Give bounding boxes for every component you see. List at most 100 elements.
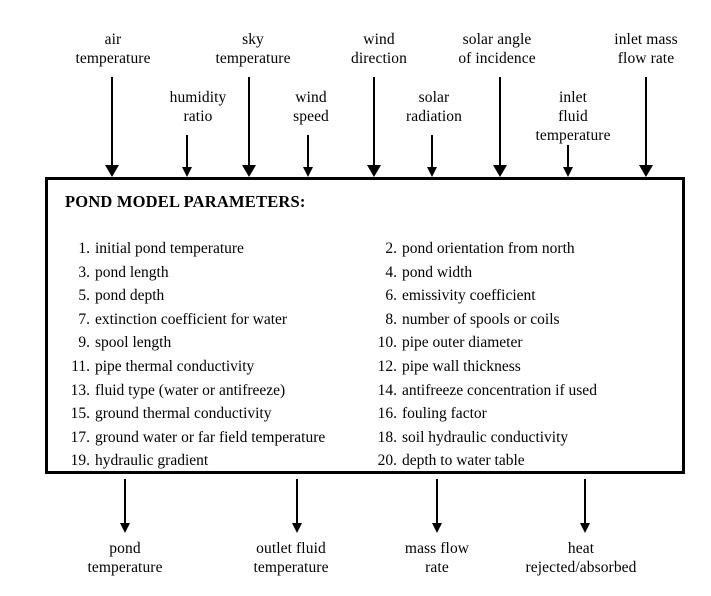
parameter-text: pipe thermal conductivity [95,357,255,375]
parameter-row: 3. pond length 4. pond width [48,261,682,285]
input-arrow-wind-direction [366,77,382,177]
parameter-number: 7. [78,310,90,328]
arrow-shaft [307,135,309,167]
parameter-text: pond orientation from north [402,240,575,257]
input-label-inlet-mass-flow-rate: inlet mass flow rate [614,31,678,67]
arrow-shaft [436,479,438,523]
output-arrow-outlet-fluid-temperature [289,479,305,533]
arrow-shaft [373,77,375,165]
input-arrow-inlet-fluid-temperature [560,145,576,177]
arrow-shaft [567,145,569,167]
parameter-number: 19. [70,452,90,470]
input-label-wind-speed: wind speed [293,89,329,125]
arrow-head-icon [493,165,507,177]
arrow-head-icon [431,523,442,533]
parameter-text: pipe wall thickness [402,357,521,375]
parameter-number: 6. [385,287,397,305]
parameter-row: 13. fluid type (water or antifreeze) 14.an… [48,379,682,403]
parameter-item-13: 13. fluid type (water or antifreeze) [63,379,286,403]
parameter-text: ground thermal conductivity [95,405,272,423]
parameter-item-8: 8. number of spools or coils [370,308,560,332]
parameter-item-5: 5. pond depth [63,284,164,308]
arrow-head-icon [181,167,192,177]
parameter-item-14: 14.antifreeze concentration if used [370,379,597,403]
input-arrow-sky-temperature [241,77,257,177]
parameter-number: 5. [78,287,90,305]
parameter-number: 3. [78,263,90,281]
parameter-text: pond depth [95,287,165,305]
output-arrow-heat-rejected-absorbed [577,479,593,533]
parameter-text: pipe outer diameter [402,334,523,352]
parameter-item-11: 11. pipe thermal conductivity [63,355,254,379]
parameter-number: 8. [385,310,397,328]
parameter-row: 11. pipe thermal conductivity 12. pipe wall… [48,355,682,379]
parameter-item-1: 1. initial pond temperature [63,237,244,261]
input-arrow-inlet-mass-flow-rate [638,77,654,177]
parameter-row: 19.hydraulic gradient 20. depth to water t… [48,449,682,473]
parameter-number: 14. [377,381,397,399]
parameter-row: 1. initial pond temperature 2.pond orienta… [48,237,682,261]
parameter-text: initial pond temperature [95,240,244,257]
arrow-head-icon [105,165,119,177]
parameter-number: 11. [71,357,90,375]
arrow-shaft [296,479,298,523]
parameter-text: number of spools or coils [402,310,560,328]
parameter-text: fluid type (water or antifreeze) [95,381,286,399]
parameter-text: soil hydraulic conductivity [402,428,569,446]
parameter-item-10: 10. pipe outer diameter [370,331,523,355]
parameter-number: 12. [377,357,397,375]
parameter-item-3: 3. pond length [63,261,169,285]
parameter-item-6: 6.emissivity coefficient [370,284,535,308]
output-arrow-pond-temperature [117,479,133,533]
arrow-head-icon [639,165,653,177]
parameter-number: 13. [70,381,90,399]
output-arrow-mass-flow-rate [429,479,445,533]
input-label-solar-angle-of-incidence: solar angle of incidence [458,31,536,67]
parameter-text: fouling factor [402,405,487,423]
parameter-number: 17. [70,428,90,446]
parameter-number: 20. [377,452,397,470]
arrow-head-icon [242,165,256,177]
parameter-row: 7.extinction coefficient for water 8. numb… [48,308,682,332]
parameter-number: 18. [377,428,397,446]
parameter-item-2: 2.pond orientation from north [370,237,575,261]
parameter-item-20: 20. depth to water table [370,449,525,473]
output-label-mass-flow-rate: mass flow rate [404,540,470,576]
input-label-inlet-fluid-temperature: inlet fluid temperature [535,89,611,144]
parameter-row: 9.spool length 10. pipe outer diameter [48,331,682,355]
parameter-item-15: 15. ground thermal conductivity [63,402,272,426]
arrow-shaft [645,77,647,165]
box-title: POND MODEL PARAMETERS: [65,192,306,211]
arrow-head-icon [119,523,130,533]
input-label-sky-temperature: sky temperature [215,31,291,67]
arrow-head-icon [579,523,590,533]
parameter-text: depth to water table [402,452,525,470]
arrow-shaft [499,77,501,165]
parameter-text: ground water or far field temperature [95,428,326,446]
input-arrow-solar-radiation [424,135,440,177]
pond-model-parameters-box: POND MODEL PARAMETERS: 1. initial pond te… [45,177,685,474]
parameter-number: 10. [377,334,397,352]
output-label-heat-rejected-absorbed: heat rejected/absorbed [525,540,637,576]
arrow-head-icon [291,523,302,533]
parameter-item-9: 9.spool length [63,331,171,355]
arrow-shaft [584,479,586,523]
parameter-list: 1. initial pond temperature 2.pond orienta… [48,237,682,473]
parameter-number: 9. [78,334,90,352]
parameter-number: 15. [70,405,90,423]
parameter-row: 17. ground water or far field temperature… [48,426,682,450]
arrow-head-icon [562,167,573,177]
parameter-text: pond length [95,263,169,281]
parameter-item-12: 12. pipe wall thickness [370,355,521,379]
parameter-number: 1. [78,240,90,257]
parameter-item-19: 19.hydraulic gradient [63,449,209,473]
arrow-head-icon [302,167,313,177]
parameter-item-7: 7.extinction coefficient for water [63,308,287,332]
input-label-air-temperature: air temperature [75,31,151,67]
parameter-number: 4. [385,263,397,281]
parameter-text: pond width [402,263,473,281]
input-arrow-humidity-ratio [179,135,195,177]
input-label-solar-radiation: solar radiation [406,89,462,125]
parameter-item-18: 18. soil hydraulic conductivity [370,426,569,450]
parameter-number: 16. [377,405,397,423]
